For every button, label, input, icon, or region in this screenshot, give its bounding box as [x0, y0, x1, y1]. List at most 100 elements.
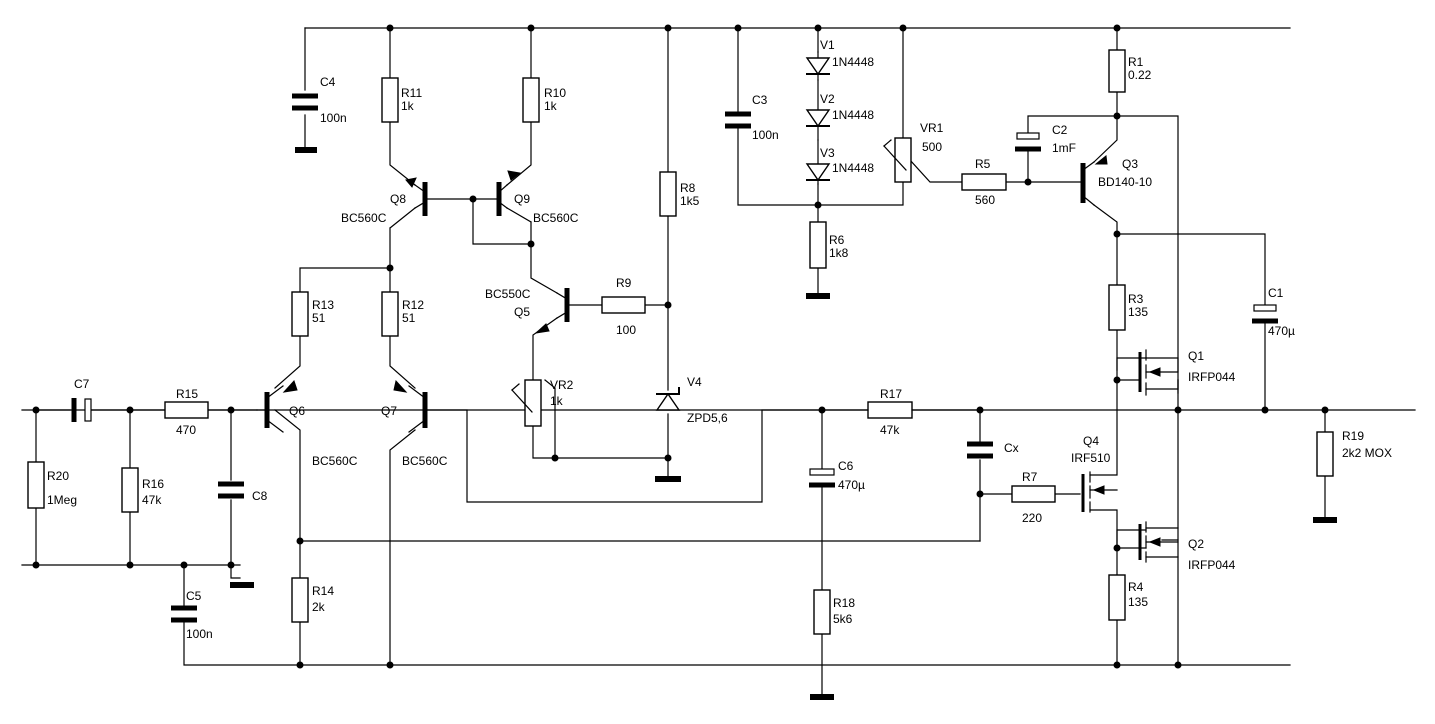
resistor-R16: [121, 467, 139, 513]
label-Q2-ref: Q2: [1188, 537, 1204, 551]
label-R15-ref: R15: [176, 387, 198, 401]
mosfet-Q4: [1081, 471, 1118, 513]
mosfets: [1081, 349, 1179, 563]
transistor-Q6: [256, 380, 298, 433]
label-R4-val: 135: [1128, 595, 1148, 609]
label-Q3-ref: Q3: [1122, 157, 1138, 171]
transistor-Q8: [405, 177, 428, 216]
resistor-R18: [813, 589, 831, 635]
potentiometer-VR2: [511, 379, 542, 427]
label-R3-ref: R3: [1128, 292, 1144, 306]
capacitors: [71, 93, 1278, 623]
label-R9-val: 100: [616, 323, 636, 337]
label-R17-ref: R17: [880, 387, 902, 401]
label-C3-ref: C3: [752, 93, 768, 107]
resistor-R17: [867, 401, 913, 419]
label-R5-val: 560: [975, 193, 995, 207]
label-R19-val: 2k2 MOX: [1342, 446, 1392, 460]
label-Q6-ref: Q6: [289, 404, 305, 418]
resistor-R10: [522, 77, 540, 123]
label-R11-ref: R11: [401, 86, 422, 100]
label-C3-val: 100n: [752, 128, 779, 142]
potentiometer-VR1: [883, 137, 912, 183]
resistor-R8: [659, 171, 677, 217]
label-R16-val: 47k: [142, 493, 162, 507]
label-C2-val: 1mF: [1052, 141, 1076, 155]
resistor-R6: [809, 221, 827, 269]
label-Q4-ref: Q4: [1083, 434, 1099, 448]
resistor-R12: [381, 291, 399, 337]
label-Cx-ref: Cx: [1004, 441, 1019, 455]
capacitor-C5: [171, 605, 197, 623]
label-R14-ref: R14: [312, 584, 334, 598]
label-R10-ref: R10: [544, 86, 566, 100]
label-R15-val: 470: [176, 423, 196, 437]
transistor-Q5: [534, 288, 570, 334]
label-R5-ref: R5: [975, 157, 991, 171]
label-Q6-val: BC560C: [312, 454, 358, 468]
label-Q3-val: BD140-10: [1098, 175, 1152, 189]
label-R18-ref: R18: [833, 596, 855, 610]
label-VR2-ref: VR2: [550, 378, 574, 392]
diode-V1: [805, 51, 831, 81]
diode-V3: [805, 139, 831, 185]
label-V3-ref: V3: [820, 146, 835, 160]
resistor-R11: [381, 77, 399, 123]
label-Q5-ref: Q5: [514, 305, 530, 319]
label-Q1-ref: Q1: [1188, 349, 1204, 363]
label-R12-val: 51: [402, 311, 416, 325]
label-R10-val: 1k: [544, 99, 558, 113]
label-R7-val: 220: [1022, 511, 1042, 525]
label-C1-val: 470µ: [1268, 324, 1295, 338]
label-R20-val: 1Meg: [47, 493, 77, 507]
label-C5-ref: C5: [186, 589, 202, 603]
label-R8-val: 1k5: [680, 194, 700, 208]
label-R7-ref: R7: [1022, 470, 1038, 484]
resistor-R14: [291, 577, 309, 623]
capacitor-Cx: [967, 441, 993, 459]
label-R1-val: 0.22: [1128, 68, 1152, 82]
resistor-R3: [1108, 284, 1126, 331]
label-R3-val: 135: [1128, 305, 1148, 319]
label-V2-ref: V2: [820, 92, 835, 106]
label-R18-val: 5k6: [833, 612, 853, 626]
label-R17-val: 47k: [880, 423, 900, 437]
label-V4-val: ZPD5,6: [687, 411, 728, 425]
capacitor-C7: [71, 398, 92, 422]
label-Q8-ref: Q8: [390, 192, 406, 206]
resistor-R13: [291, 291, 309, 337]
label-Q5-val: BC550C: [485, 287, 531, 301]
label-V3-val: 1N4448: [832, 161, 874, 175]
label-R9-ref: R9: [616, 276, 632, 290]
label-R4-ref: R4: [1128, 580, 1144, 594]
label-R16-ref: R16: [142, 477, 164, 491]
resistor-R5: [961, 173, 1007, 191]
label-R12-ref: R12: [402, 298, 424, 312]
resistor-R9: [601, 296, 646, 314]
zener-diode-V4: [655, 387, 681, 411]
label-VR1-ref: VR1: [920, 121, 944, 135]
label-C7-ref: C7: [74, 377, 90, 391]
label-R20-ref: R20: [47, 469, 69, 483]
label-Q1-val: IRFP044: [1188, 370, 1236, 384]
capacitor-C6: [809, 468, 835, 488]
potentiometers: [511, 137, 912, 427]
label-C2-ref: C2: [1052, 123, 1068, 137]
transistor-Q3: [1080, 155, 1108, 206]
resistor-R4: [1108, 574, 1126, 621]
mosfet-Q2: [1138, 521, 1179, 563]
transistor-Q7: [393, 379, 428, 433]
label-R19-ref: R19: [1342, 429, 1364, 443]
label-Q7-val: BC560C: [402, 454, 448, 468]
capacitor-C2: [1015, 132, 1041, 152]
label-R8-ref: R8: [680, 181, 696, 195]
resistor-R7: [1011, 485, 1056, 503]
label-C6-ref: C6: [838, 459, 854, 473]
label-C4-val: 100n: [320, 111, 347, 125]
label-R13-val: 51: [312, 311, 326, 325]
label-V4-ref: V4: [687, 375, 702, 389]
labels: C4 100n C3 100n C7 C8 C5 100n C6 470µ Cx…: [47, 38, 1392, 641]
label-Q2-val: IRFP044: [1188, 558, 1236, 572]
mosfet-Q1: [1116, 349, 1179, 396]
